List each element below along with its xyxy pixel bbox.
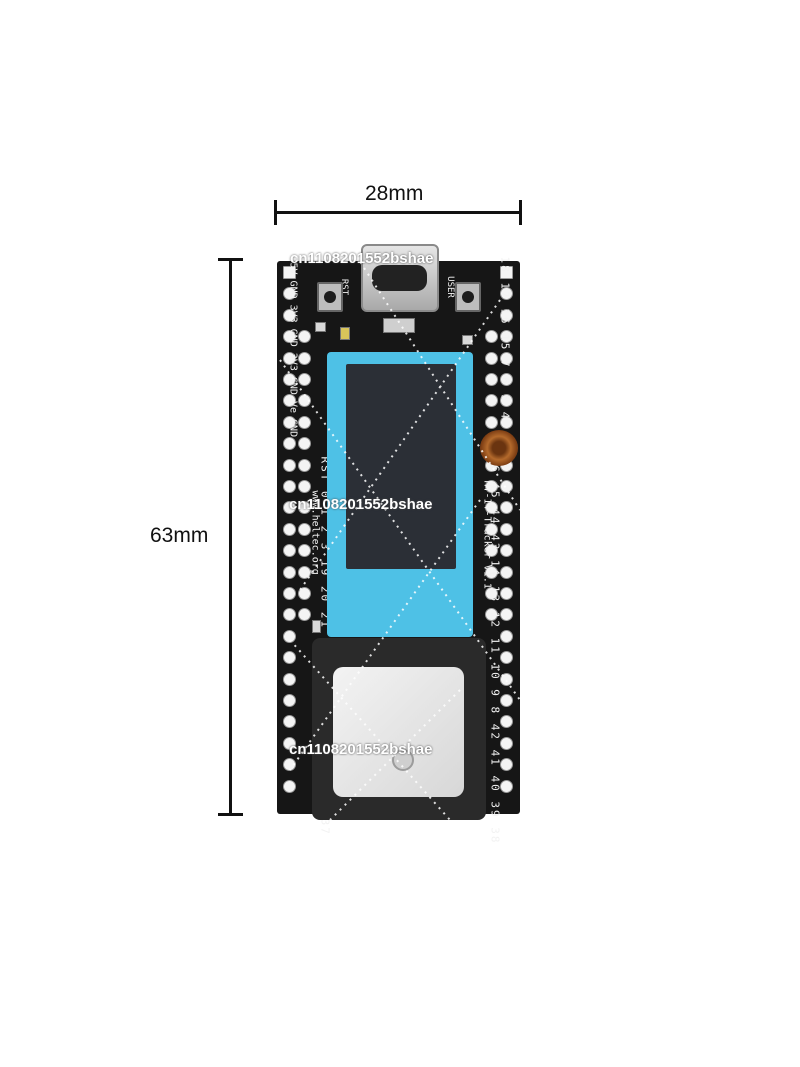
header-pin: [283, 758, 296, 772]
height-dimension-tick-bottom: [218, 813, 243, 816]
header-pin: [283, 715, 296, 729]
header-pin: [485, 351, 498, 365]
width-dimension-tick-right: [519, 200, 522, 225]
header-pin: [500, 587, 513, 600]
height-dimension-tick-top: [218, 258, 243, 261]
header-pin: [485, 330, 498, 344]
header-pin: [298, 522, 311, 536]
oled-display-screen: [346, 364, 456, 569]
header-pin: [298, 544, 311, 558]
header-pin: [283, 501, 296, 515]
header-pin: [500, 480, 513, 493]
header-pin: [283, 308, 296, 322]
header-pin: [283, 330, 296, 344]
header-pin: [283, 651, 296, 665]
rst-button: [317, 282, 343, 312]
header-pin: [500, 287, 513, 301]
header-pin: [485, 373, 498, 386]
width-dimension-label: 28mm: [365, 182, 424, 205]
header-pin: [500, 394, 513, 408]
header-pin: [283, 608, 296, 622]
header-pin: [485, 587, 498, 600]
header-pin: [283, 287, 296, 301]
header-pin: [283, 373, 296, 386]
smd-component-bottom-left: [312, 620, 321, 633]
header-pin: [500, 501, 513, 515]
header-pin: [283, 437, 296, 451]
header-pin: [485, 544, 498, 558]
header-pin: [298, 608, 311, 622]
header-pin: [283, 522, 296, 536]
header-pin: [500, 308, 513, 322]
header-pin: [283, 394, 296, 408]
header-pin: [298, 415, 311, 429]
header-pin: [298, 565, 311, 579]
header-pin: [283, 266, 296, 279]
header-pin: [485, 565, 498, 579]
header-pin: [500, 330, 513, 344]
header-pin: [500, 351, 513, 365]
header-pin: [298, 587, 311, 600]
gps-ceramic-antenna: [333, 667, 464, 797]
header-pin: [500, 415, 513, 429]
rst-button-cap: [324, 291, 336, 303]
header-pin: [298, 501, 311, 515]
header-pin: [283, 544, 296, 558]
header-pin: [500, 736, 513, 750]
header-pin: [283, 565, 296, 579]
smd-component-resistor-left: [315, 322, 326, 332]
header-pin: [298, 330, 311, 344]
header-pin: [283, 587, 296, 600]
header-pin: [500, 522, 513, 536]
header-pin: [500, 266, 513, 279]
header-pin: [500, 694, 513, 707]
header-pin: [298, 480, 311, 493]
header-pin: [500, 758, 513, 772]
header-pin: [500, 629, 513, 643]
header-pin: [283, 458, 296, 472]
gps-antenna-feed-point: [392, 749, 414, 771]
header-pin: [485, 394, 498, 408]
smd-component-resistor-right: [462, 335, 473, 345]
usb-c-port-slot: [372, 265, 427, 291]
width-dimension-line: [275, 211, 522, 214]
header-pin: [283, 694, 296, 707]
user-button-cap: [462, 291, 474, 303]
header-pin: [485, 480, 498, 493]
watermark-text-middle: cn1108201552bshae: [289, 496, 433, 513]
header-pin: [283, 629, 296, 643]
header-pin: [298, 458, 311, 472]
smd-component-connector: [383, 318, 415, 333]
smd-component-led: [340, 327, 350, 340]
user-button: [455, 282, 481, 312]
watermark-text-top: cn1108201552bshae: [290, 250, 434, 267]
header-pin: [500, 544, 513, 558]
header-pin: [485, 501, 498, 515]
header-pin: [283, 779, 296, 793]
width-dimension-tick-left: [274, 200, 277, 225]
header-pin: [298, 351, 311, 365]
height-dimension-line: [229, 259, 232, 815]
header-pin: [283, 415, 296, 429]
header-pin: [485, 522, 498, 536]
header-pin: [283, 736, 296, 750]
header-pin: [500, 608, 513, 622]
header-pin: [500, 651, 513, 665]
header-pin: [485, 608, 498, 622]
header-pin: [500, 715, 513, 729]
watermark-text-bottom: cn1108201552bshae: [289, 741, 433, 758]
height-dimension-label: 63mm: [150, 524, 209, 547]
antenna-coil: [480, 430, 518, 466]
header-pin: [500, 373, 513, 386]
header-pin: [283, 351, 296, 365]
header-pin: [500, 565, 513, 579]
header-pin: [283, 672, 296, 686]
header-pin: [283, 480, 296, 493]
header-pin: [298, 437, 311, 451]
header-pin: [298, 373, 311, 386]
header-pin: [485, 415, 498, 429]
header-pin: [500, 779, 513, 793]
